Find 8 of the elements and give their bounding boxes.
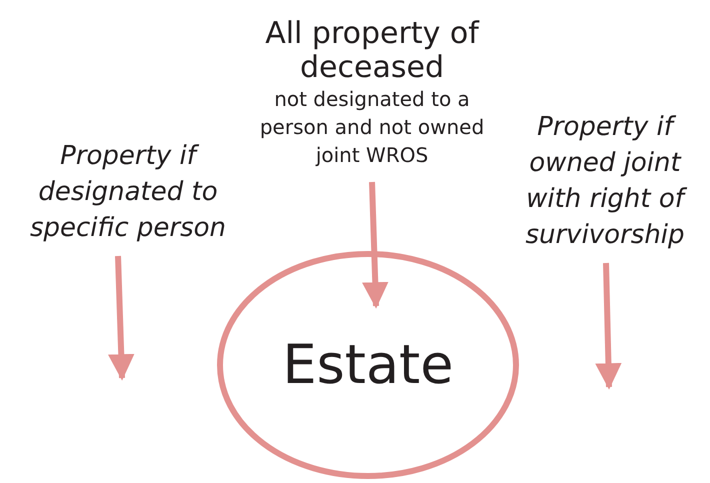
italic-caption: Property if owned joint with right of survivorship (500, 108, 710, 252)
heading-text: All property of deceased (264, 17, 480, 85)
description-text: not designated to a person and not owned joint WROS (258, 86, 486, 169)
arrow (595, 262, 622, 390)
arrow (108, 256, 134, 381)
italic-caption: Property if designated to specific person (28, 140, 228, 245)
ellipse-label: Estate (282, 335, 454, 395)
arrow (362, 182, 388, 309)
